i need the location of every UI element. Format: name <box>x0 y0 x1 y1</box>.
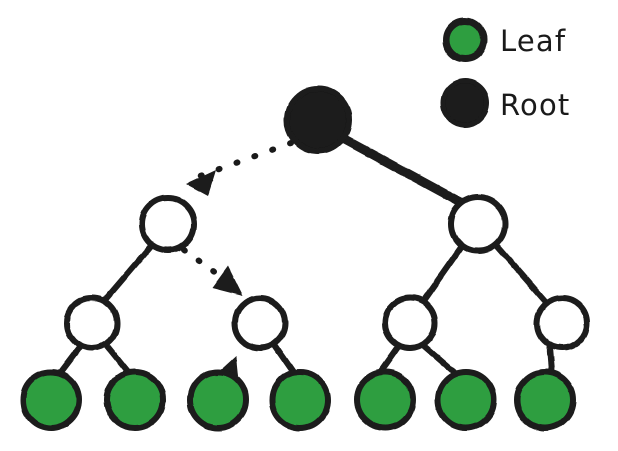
node-leaf-3[interactable] <box>187 369 249 431</box>
legend-item-root[interactable]: Root <box>440 78 571 128</box>
edge-right-to-right-left <box>421 243 465 303</box>
node-internal-left[interactable] <box>139 195 197 253</box>
dotted-line-segment <box>181 247 223 279</box>
node-leaf-4[interactable] <box>269 369 331 431</box>
legend-label-root: Root <box>500 88 571 122</box>
node-leaf-7[interactable] <box>514 369 576 431</box>
node-internal-right-left[interactable] <box>382 295 438 351</box>
edge-root-to-right-child <box>339 134 467 208</box>
node-leaf-2[interactable] <box>104 369 166 431</box>
arrowhead-icon <box>186 170 216 196</box>
node-root[interactable] <box>284 86 352 154</box>
node-internal-left-left[interactable] <box>64 295 120 351</box>
edge-rightleft-to-leaf-6 <box>421 343 457 375</box>
edge-left-to-left-left <box>102 243 154 303</box>
node-layer <box>20 86 590 431</box>
node-leaf-5[interactable] <box>354 369 416 431</box>
dotted-line-segment <box>197 140 294 179</box>
node-leaf-6[interactable] <box>435 369 497 431</box>
edge-leftleft-to-leaf-2 <box>104 343 131 375</box>
arrow-root-to-left-child <box>186 140 294 196</box>
edge-right-to-right-right <box>493 242 549 305</box>
arrow-left-child-to-left-right <box>181 247 243 296</box>
legend-label-leaf: Leaf <box>500 24 566 58</box>
traversal-arrow-layer <box>181 140 294 378</box>
node-leaf-1[interactable] <box>20 369 82 431</box>
node-internal-right[interactable] <box>448 194 508 254</box>
legend-leaf-circle-icon <box>442 17 488 63</box>
node-internal-right-right[interactable] <box>534 295 590 351</box>
node-internal-left-right[interactable] <box>232 295 288 351</box>
arrowhead-icon <box>212 266 243 296</box>
edge-rightright-to-leaf-7 <box>547 344 555 374</box>
edge-rightleft-to-leaf-5 <box>378 344 401 374</box>
edge-layer <box>58 134 555 375</box>
legend-item-leaf[interactable]: Leaf <box>442 17 566 63</box>
legend: Leaf Root <box>440 17 571 128</box>
edge-leftleft-to-leaf-1 <box>58 344 83 375</box>
edge-leftright-to-leaf-4 <box>272 343 296 375</box>
legend-root-circle-icon <box>440 78 490 128</box>
